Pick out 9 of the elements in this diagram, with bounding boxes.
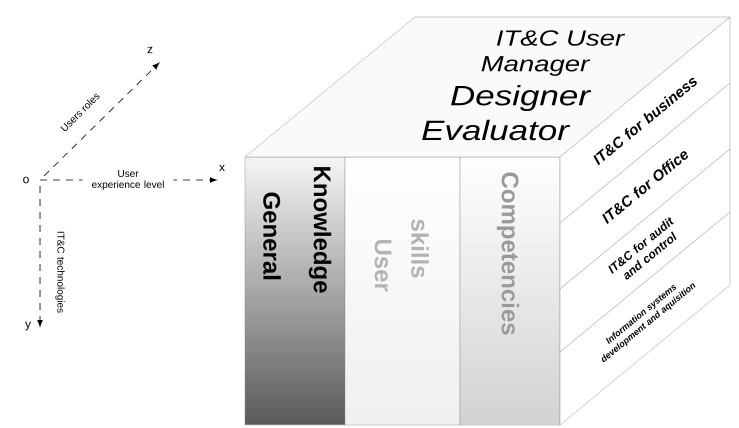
axis-label: IT&C technologies (55, 232, 65, 313)
column-panel: User skills (344, 156, 460, 426)
column-panel: General Knowledge (244, 156, 346, 426)
axis-label: o (23, 176, 29, 184)
axis-label: User experience level (82, 170, 174, 190)
column-panel: Competencies (460, 156, 560, 426)
axis-label: y (25, 322, 31, 330)
axis-label: z (148, 46, 152, 54)
axis-label: x (219, 164, 225, 172)
